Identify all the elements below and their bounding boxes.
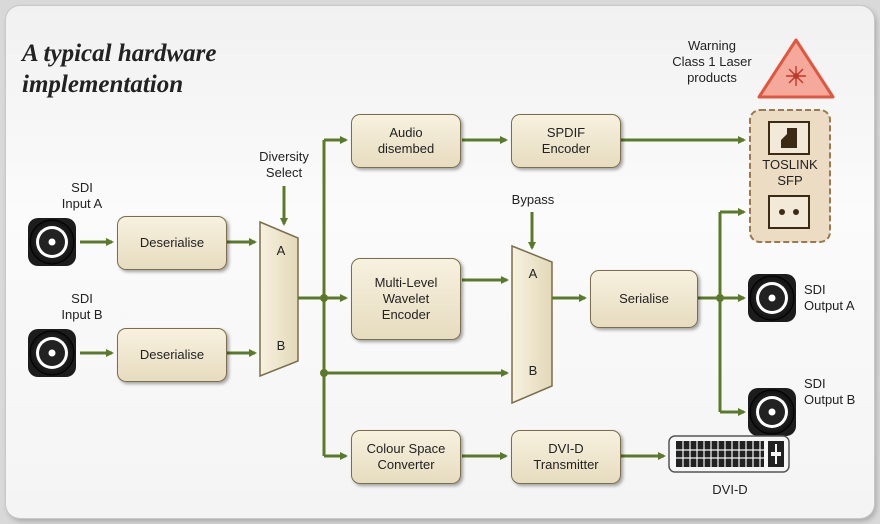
bypass-label: Bypass bbox=[511, 192, 555, 207]
diversity-mux bbox=[259, 220, 299, 378]
deserialise-a-block: Deserialise bbox=[117, 216, 227, 270]
diversity-select-label: Diversity Select bbox=[259, 149, 309, 180]
deserialise-b-block: Deserialise bbox=[117, 328, 227, 382]
bnc-output-b-icon bbox=[748, 388, 796, 436]
toslink-sfp-label: TOSLINK SFP bbox=[762, 157, 818, 188]
dvi-d-connector-label: DVI-D bbox=[712, 482, 748, 497]
diagram-title: A typical hardware implementation bbox=[22, 40, 217, 98]
junction-dot bbox=[320, 369, 328, 377]
bypass-mux-a-label: A bbox=[528, 266, 538, 281]
audio-disembed-block: Audio disembed bbox=[351, 114, 461, 168]
toslink-sfp-module bbox=[749, 109, 831, 243]
bnc-input-b-icon bbox=[28, 329, 76, 377]
bnc-output-a-icon bbox=[748, 274, 796, 322]
output-a-label: SDI Output A bbox=[804, 282, 855, 313]
dvi-d-transmitter-block: DVI-D Transmitter bbox=[511, 430, 621, 484]
input-b-label: SDI Input B bbox=[61, 291, 103, 322]
bypass-mux-b-label: B bbox=[528, 363, 538, 378]
dvi-d-connector-icon bbox=[668, 435, 790, 473]
junction-dot bbox=[716, 294, 724, 302]
output-b-label: SDI Output B bbox=[804, 376, 856, 407]
colour-space-converter-block: Colour Space Converter bbox=[351, 430, 461, 484]
diversity-mux-a-label: A bbox=[276, 243, 286, 258]
spdif-encoder-block: SPDIF Encoder bbox=[511, 114, 621, 168]
serialise-block: Serialise bbox=[590, 270, 698, 328]
bypass-mux bbox=[511, 244, 553, 405]
laser-warning-icon bbox=[757, 38, 835, 99]
junction-dot bbox=[320, 294, 328, 302]
bnc-input-a-icon bbox=[28, 218, 76, 266]
wavelet-encoder-block: Multi-Level Wavelet Encoder bbox=[351, 258, 461, 340]
input-a-label: SDI Input A bbox=[61, 180, 103, 211]
diversity-mux-b-label: B bbox=[276, 338, 286, 353]
laser-warning-label: Warning Class 1 Laser products bbox=[672, 38, 752, 85]
